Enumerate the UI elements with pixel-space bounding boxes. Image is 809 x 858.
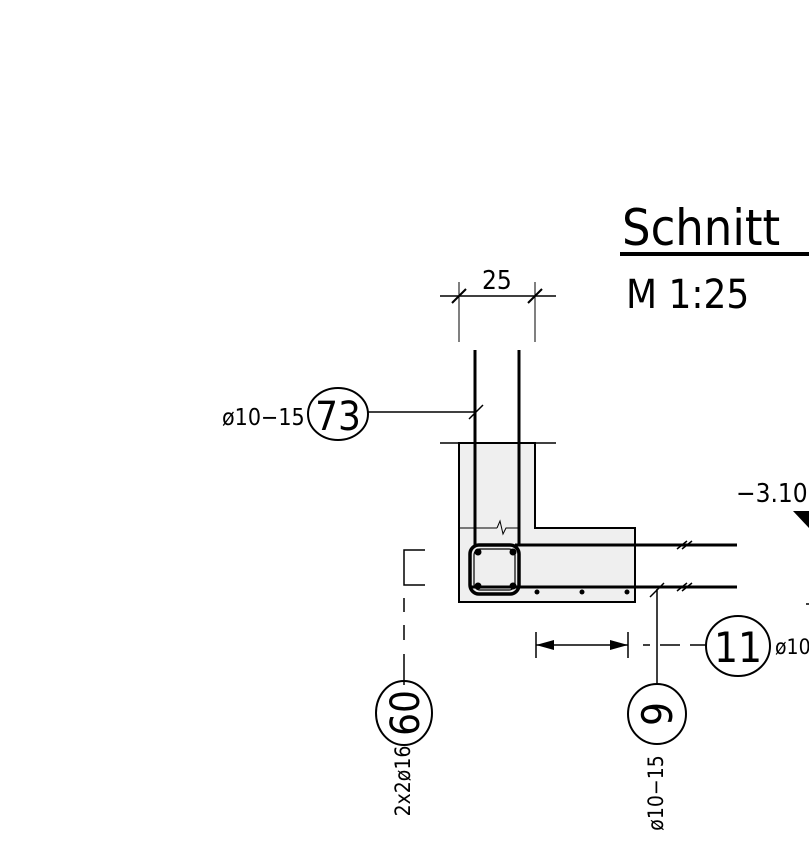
concrete-section — [458, 442, 636, 603]
drawing-scale: M 1:25 — [626, 272, 749, 318]
distribution-bar — [534, 589, 540, 595]
stirrup — [468, 543, 521, 596]
callout-73-number: 73 — [315, 394, 361, 440]
callout-11-number: 11 — [714, 623, 762, 672]
callout-9-number: 9 — [633, 702, 682, 726]
callout-60-number: 60 — [383, 690, 429, 736]
level-label: −3.10 — [736, 479, 808, 509]
level-triangle — [793, 511, 809, 528]
callout-9-spec: ø10−15 — [644, 755, 668, 830]
callout-9-circle — [627, 683, 687, 745]
distribution-bar — [579, 589, 585, 595]
drawing-title: Schnitt — [622, 199, 780, 257]
callout-11-circle — [705, 615, 771, 677]
callout-60-circle — [375, 680, 433, 746]
distribution-bar — [624, 589, 630, 595]
callout-11-spec: ø10 — [775, 635, 809, 659]
corner-bar — [474, 548, 482, 556]
corner-bar — [509, 548, 517, 556]
callout-60-spec: 2x2ø16 — [391, 746, 415, 817]
callout-60-leader — [403, 549, 425, 586]
callout-73-circle — [307, 387, 369, 441]
callout-73-spec: ø10−15 — [222, 405, 305, 431]
dimension-width-label: 25 — [482, 266, 512, 296]
